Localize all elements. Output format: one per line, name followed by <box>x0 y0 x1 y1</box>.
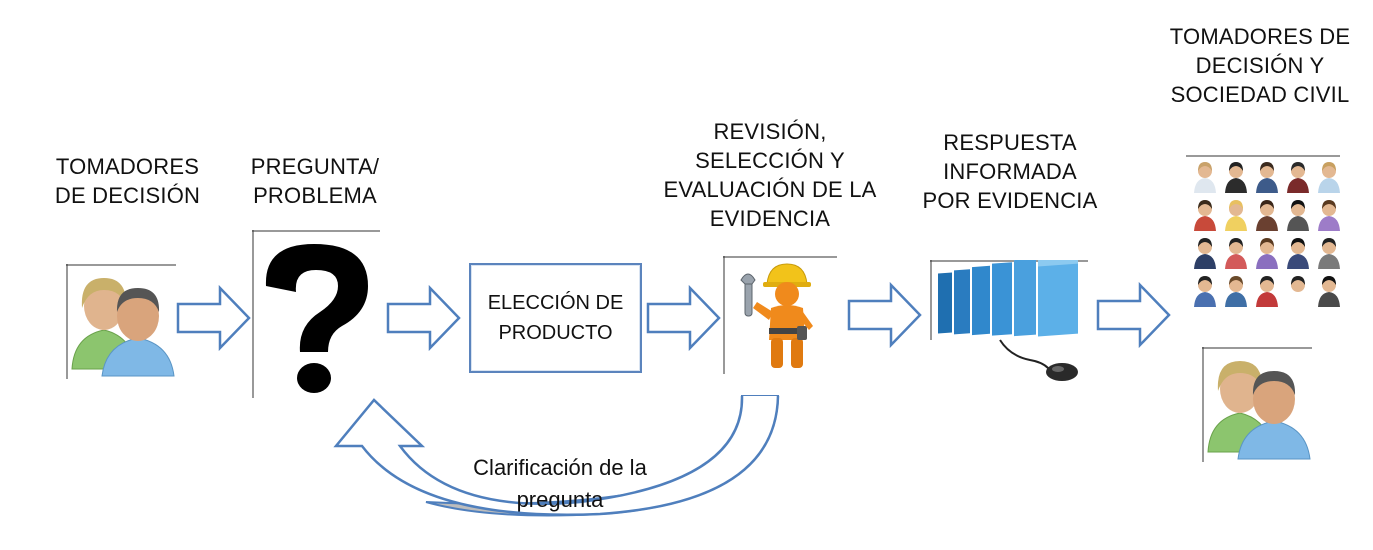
label-review: REVISIÓN, SELECCIÓN Y EVALUACIÓN DE LA E… <box>663 119 877 231</box>
crowd-person-icon <box>1225 238 1247 269</box>
crowd-person-icon <box>1194 162 1216 193</box>
label-question: PREGUNTA/ PROBLEMA <box>250 154 380 208</box>
crowd-person-icon <box>1194 238 1216 269</box>
crowd-person-icon <box>1256 200 1278 231</box>
flow-arrow-1 <box>176 285 252 351</box>
folders-mouse-icon <box>930 260 1088 381</box>
product-choice-box: ELECCIÓN DE PRODUCTO <box>469 263 642 373</box>
worker-icon <box>723 256 837 374</box>
answer-image <box>930 260 1090 385</box>
crowd-icon <box>1186 155 1340 307</box>
label-answer: RESPUESTA INFORMADA POR EVIDENCIA <box>922 130 1098 213</box>
crowd-person-icon <box>1318 162 1340 193</box>
crowd-person-icon <box>1194 200 1216 231</box>
label-decision-makers: TOMADORES DE DECISIÓN <box>54 154 201 208</box>
crowd-person-icon <box>1225 162 1247 193</box>
flow-arrow-2 <box>386 285 462 351</box>
crowd-person-icon <box>1287 162 1309 193</box>
crowd-person-icon <box>1225 200 1247 231</box>
label-audience: TOMADORES DE DECISIÓN Y SOCIEDAD CIVIL <box>1169 24 1351 107</box>
crowd-person-icon <box>1318 276 1340 307</box>
right-arrow-icon <box>176 285 251 351</box>
right-arrow-icon <box>386 285 461 351</box>
right-arrow-icon <box>646 285 721 351</box>
people-icon <box>1202 347 1312 462</box>
question-image <box>252 230 382 398</box>
crowd-person-icon <box>1287 200 1309 231</box>
decision-makers-image <box>66 264 178 379</box>
crowd-person-icon <box>1225 276 1247 307</box>
audience-people-image <box>1202 347 1314 462</box>
flow-arrow-3 <box>646 285 722 351</box>
flow-arrow-5 <box>1096 282 1172 348</box>
feedback-arrow <box>330 392 780 522</box>
product-choice-label: ELECCIÓN DE PRODUCTO <box>487 292 624 344</box>
crowd-person-icon <box>1287 238 1309 269</box>
crowd-person-icon <box>1194 276 1216 307</box>
question-mark-icon <box>252 230 380 398</box>
audience-grid-image <box>1186 155 1342 315</box>
right-arrow-icon <box>847 282 922 348</box>
feedback-label: Clarificación de la pregunta <box>473 455 647 512</box>
crowd-person-icon <box>1256 238 1278 269</box>
crowd-person-icon <box>1287 276 1309 307</box>
crowd-person-icon <box>1318 238 1340 269</box>
right-arrow-icon <box>1096 282 1171 348</box>
crowd-person-icon <box>1318 200 1340 231</box>
curved-back-arrow-icon <box>333 395 780 517</box>
flow-arrow-4 <box>847 282 923 348</box>
crowd-person-icon <box>1256 276 1278 307</box>
review-image <box>723 256 839 374</box>
crowd-person-icon <box>1256 162 1278 193</box>
people-icon <box>66 264 176 379</box>
